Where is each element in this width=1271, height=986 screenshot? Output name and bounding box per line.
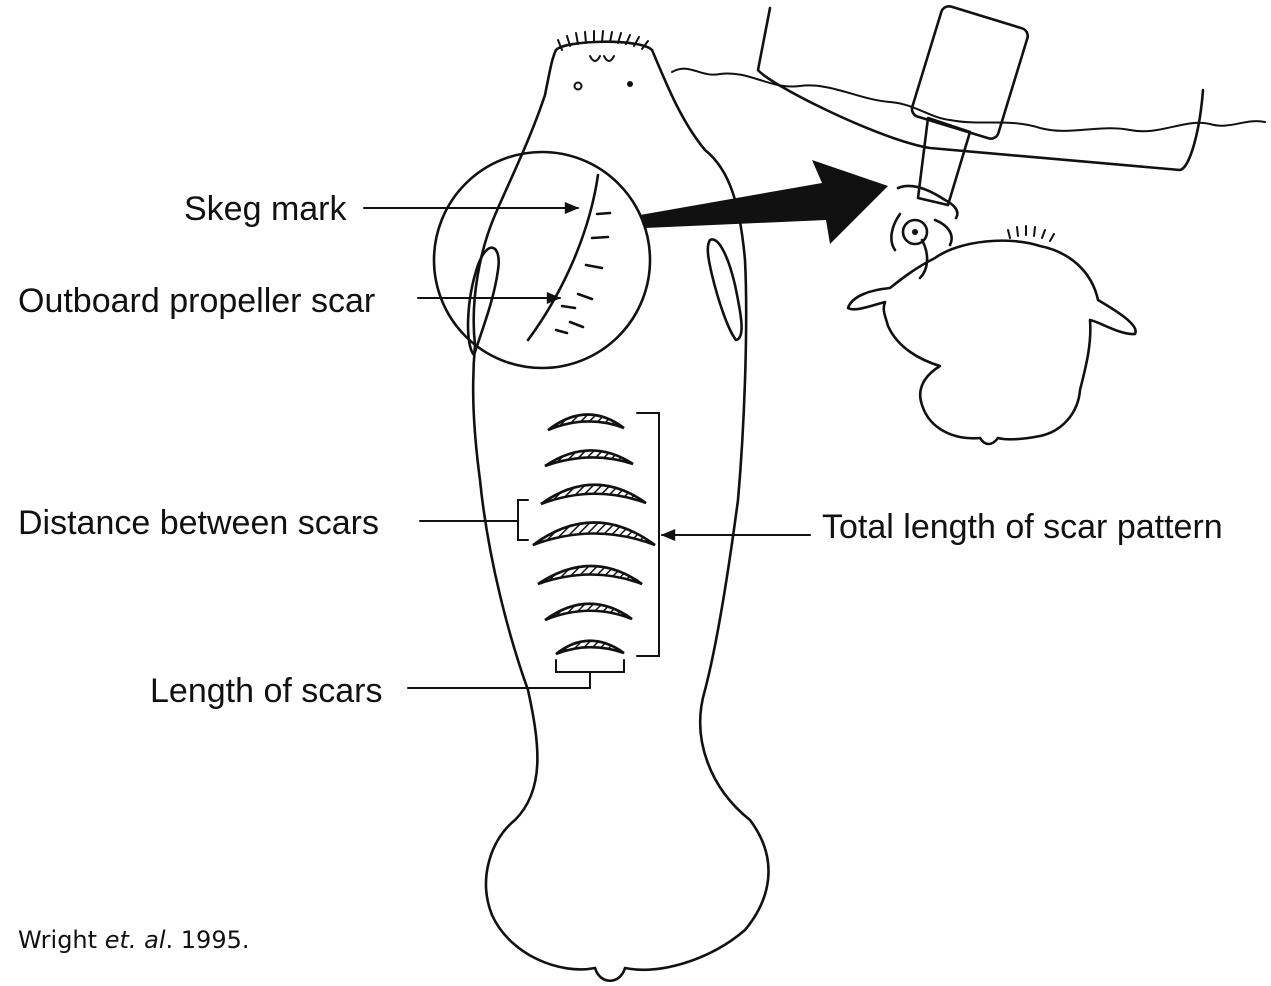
boat-hull (758, 8, 1203, 170)
citation: Wright et. al. 1995. (18, 926, 250, 954)
distance-bracket (518, 500, 528, 540)
scar-4 (533, 523, 655, 546)
scar-3 (541, 485, 646, 504)
skeg-mark-label: Skeg mark (184, 190, 347, 228)
snout-bristles (558, 31, 648, 50)
magnified-wound-area (434, 152, 650, 368)
propeller-scar-label: Outboard propeller scar (18, 282, 375, 320)
left-eye (575, 83, 582, 90)
citation-etal: et. al (105, 926, 166, 954)
scar-6 (545, 604, 632, 620)
zoom-arrow (640, 160, 888, 244)
scar-pattern (518, 413, 659, 688)
scar-7 (556, 641, 624, 654)
right-eye (627, 81, 633, 87)
citation-author: Wright (18, 926, 97, 954)
citation-year: 1995. (181, 926, 250, 954)
scar-1 (548, 414, 624, 430)
boat-scene (640, 4, 1265, 444)
right-flipper (708, 239, 742, 340)
water-surface (672, 69, 1265, 132)
total-length-label: Total length of scar pattern (822, 508, 1223, 546)
skeg-mark-line (528, 175, 598, 340)
propeller-center (912, 229, 918, 235)
distance-between-scars-label: Distance between scars (18, 504, 379, 542)
nostrils (590, 56, 614, 61)
left-flipper (468, 248, 499, 355)
scar-5 (538, 566, 642, 584)
magnifier-circle (434, 152, 650, 368)
side-manatee-bristles (1008, 226, 1054, 241)
side-manatee (848, 241, 1136, 444)
length-bracket (556, 660, 624, 688)
length-of-scars-label: Length of scars (150, 672, 382, 710)
propeller-scar-lines (570, 213, 610, 327)
manatee-body (468, 31, 768, 981)
scar-2 (545, 450, 633, 466)
propeller-scar-lines-lower (556, 306, 575, 333)
